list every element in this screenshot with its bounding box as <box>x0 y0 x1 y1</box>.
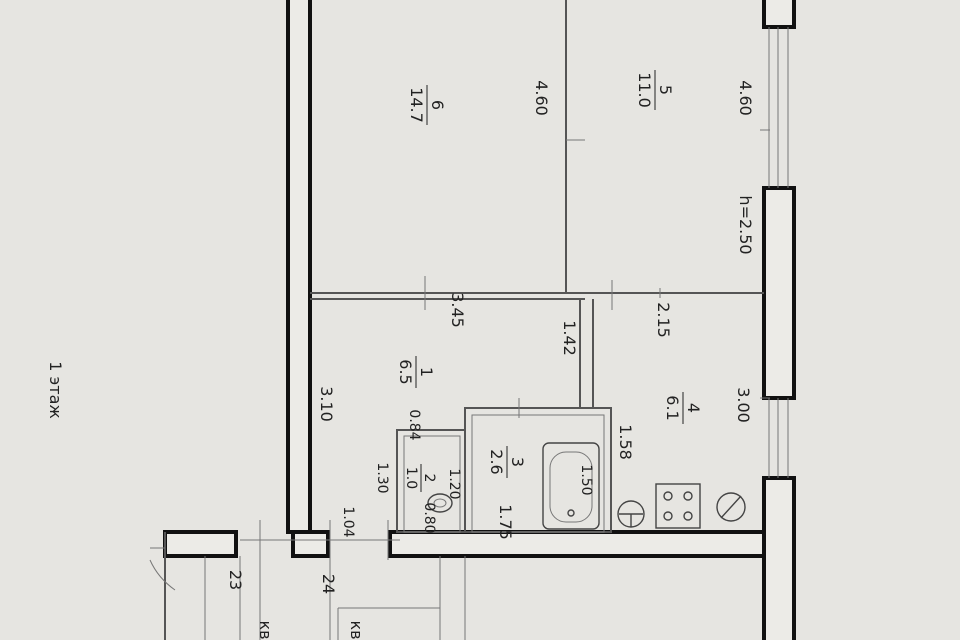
dimension-lines <box>204 129 770 640</box>
apartment-label-left: кв <box>256 620 275 639</box>
wall-right-bottom <box>762 476 796 640</box>
room-3-label: 3 2.6 <box>487 446 527 478</box>
dim-300: 3.00 <box>734 387 753 423</box>
room-4-area: 6.1 <box>663 395 682 420</box>
dim-24: 24 <box>319 574 338 594</box>
window-lower <box>768 398 789 478</box>
room-1-number: 1 <box>417 367 436 377</box>
dim-150: 1.50 <box>578 464 594 495</box>
dim-23: 23 <box>226 570 245 590</box>
wall-left <box>286 0 312 534</box>
room-6-number: 6 <box>428 100 447 110</box>
room-1-label: 1 6.5 <box>396 356 436 388</box>
wall-right-top <box>762 0 796 29</box>
dim-158: 1.58 <box>616 424 635 460</box>
stove-fixture <box>655 483 701 529</box>
room-5-area: 11.0 <box>635 72 654 108</box>
apartment-label-right: кв <box>347 620 366 639</box>
dim-room5-length: 4.60 <box>736 80 755 116</box>
dim-084: 0.84 <box>406 409 422 440</box>
partition-rooms-1-4 <box>579 299 594 408</box>
room-2-label: 2 1.0 <box>403 464 437 492</box>
dim-345: 3.45 <box>448 292 467 328</box>
room-2-number: 2 <box>421 474 437 483</box>
wall-bottom <box>388 530 767 558</box>
dim-104: 1.04 <box>340 506 356 537</box>
wall-right-middle <box>762 186 796 400</box>
dim-room6-length: 4.60 <box>532 80 551 116</box>
room-6-area: 14.7 <box>407 87 426 123</box>
vent-symbol <box>716 492 746 522</box>
toilet-walls-inner <box>403 435 461 533</box>
room-5-label: 5 11.0 <box>635 70 675 110</box>
floor-label: 1 этаж <box>46 361 65 419</box>
dim-130: 1.30 <box>374 462 390 493</box>
room-6-label: 6 14.7 <box>407 85 447 125</box>
room-4-label: 4 6.1 <box>663 392 703 424</box>
wall-stub-left <box>291 530 330 558</box>
bathtub <box>542 442 600 530</box>
dim-120: 1.20 <box>446 468 462 499</box>
wall-stub-far-left <box>163 530 238 558</box>
toilet-fixture <box>427 493 453 513</box>
dim-175: 1.75 <box>496 504 515 540</box>
room-4-number: 4 <box>684 403 703 413</box>
room-3-number: 3 <box>508 457 527 467</box>
room-3-area: 2.6 <box>487 449 506 474</box>
room-2-area: 1.0 <box>403 467 419 489</box>
dim-215: 2.15 <box>654 302 673 338</box>
ceiling-height: h=2.50 <box>736 195 755 254</box>
dim-142: 1.42 <box>560 320 579 356</box>
room-5-number: 5 <box>656 85 675 95</box>
room-1-area: 6.5 <box>396 359 415 384</box>
dim-310: 3.10 <box>317 386 336 422</box>
sink-fixture <box>617 500 645 528</box>
entrance-arc <box>149 547 176 591</box>
window-upper <box>768 27 789 188</box>
bathroom-walls-inner <box>471 414 605 533</box>
dim-080: 0.80 <box>421 502 437 533</box>
